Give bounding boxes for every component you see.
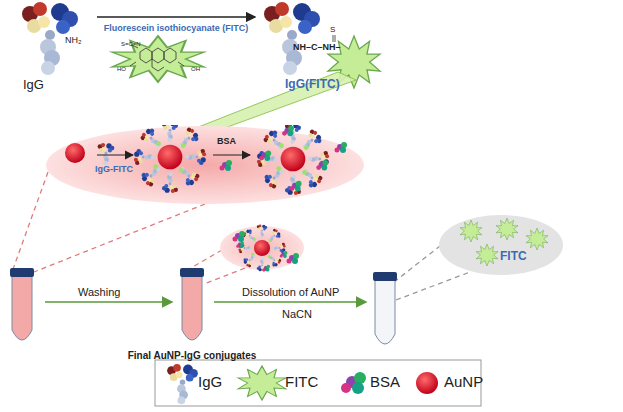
- legend-text: AuNP: [444, 374, 483, 391]
- fitc-molecule: [112, 36, 204, 82]
- legend-fitc-icon: [238, 366, 286, 400]
- illustration-part: [335, 142, 348, 153]
- illustration-part: [178, 62, 184, 66]
- node-text: BSA: [217, 137, 236, 147]
- illustration-part: [282, 126, 294, 136]
- reaction-arrow: [97, 16, 255, 17]
- legend-bsa-icon: [341, 372, 366, 394]
- illustration-part: [134, 125, 206, 193]
- node-text: IgG(FITC): [285, 78, 340, 91]
- illustration-part: [112, 36, 204, 82]
- free-bsa: [287, 253, 300, 264]
- tube-washed: [180, 268, 204, 340]
- node-text: NH₂: [65, 36, 82, 46]
- step-label: Dissolution of AuNP: [242, 286, 339, 298]
- illustration-part: [333, 35, 334, 42]
- legend-aunp-icon: [416, 372, 438, 394]
- illustration-part: [140, 48, 152, 63]
- illustration-part: [12, 172, 48, 272]
- step-label: Washing: [78, 286, 120, 298]
- dissolution-arrow: [214, 301, 366, 303]
- illustration-part: [65, 143, 85, 163]
- illustration-part: [280, 251, 288, 258]
- legend-igg-icon: [167, 364, 198, 404]
- illustration-part: [335, 35, 336, 42]
- illustration-part: [130, 45, 184, 71]
- node-text: FITC: [500, 250, 527, 263]
- chem-label: S=C=N: [121, 41, 141, 48]
- conjugation-steps: [45, 125, 365, 205]
- igg-fitc-molecule: [264, 2, 320, 75]
- illustration-part: [526, 228, 548, 250]
- conjugate-small: [236, 224, 287, 271]
- illustration-part: [152, 59, 164, 71]
- illustration-part: [238, 224, 285, 271]
- illustration-part: [213, 154, 250, 155]
- tube-initial: [10, 268, 34, 340]
- reagent-label: NaCN: [282, 308, 312, 320]
- fitc-release-ellipse: FITC: [438, 214, 564, 276]
- legend-box: [155, 360, 481, 406]
- node-text: Final AuNP-IgG conjugates: [128, 350, 257, 361]
- illustration-part: [98, 143, 115, 165]
- chem-label: OH: [191, 66, 200, 73]
- illustration-part: [134, 125, 206, 193]
- legend-text: IgG: [198, 374, 222, 391]
- illustration-part: [396, 272, 470, 300]
- node-text: IgG: [23, 78, 44, 92]
- illustration-part: [316, 160, 328, 170]
- illustration-part: [257, 125, 329, 195]
- illustration-part: [290, 181, 302, 191]
- thiourea-bond: [333, 35, 335, 42]
- legend-text: FITC: [285, 374, 318, 391]
- edge-label: Fluorescein isothiocyanate (FITC): [104, 24, 249, 34]
- illustration-part: [130, 62, 136, 66]
- illustration-part: [460, 220, 482, 242]
- illustration-part: [152, 48, 164, 63]
- illustration-part: [259, 150, 271, 160]
- node-text: S: [330, 26, 335, 35]
- free-fitc: [438, 214, 564, 276]
- illustration-part: [204, 268, 245, 284]
- illustration-part: [262, 265, 270, 272]
- illustration-part: [257, 125, 329, 195]
- node-text: IgG-FITC: [95, 165, 133, 175]
- tube-dissolved: [373, 272, 397, 344]
- free-bsa: [233, 231, 246, 242]
- illustration-part: [164, 48, 176, 63]
- antibody-node: NH₂ IgG: [15, 0, 97, 95]
- illustration-part: [220, 160, 233, 171]
- illustration-part: [476, 244, 498, 266]
- conjugate-tube-node: Final AuNP-IgG conjugates: [120, 268, 290, 363]
- node-text: NH–C–NH–: [293, 43, 341, 53]
- chem-label: HO: [117, 66, 126, 73]
- illustration-part: [394, 246, 440, 282]
- illustration-part: [97, 154, 133, 155]
- washing-arrow: [45, 301, 172, 303]
- ellipse-fill: [439, 215, 563, 275]
- labelled-antibody-node: S NH–C–NH– IgG(FITC): [255, 0, 365, 95]
- illustration-part: [34, 204, 205, 272]
- legend-text: BSA: [370, 374, 400, 391]
- conjugation-ellipse: IgG-FITC BSA: [45, 125, 365, 205]
- illustration-part: [236, 241, 244, 248]
- illustration-part: [496, 218, 518, 240]
